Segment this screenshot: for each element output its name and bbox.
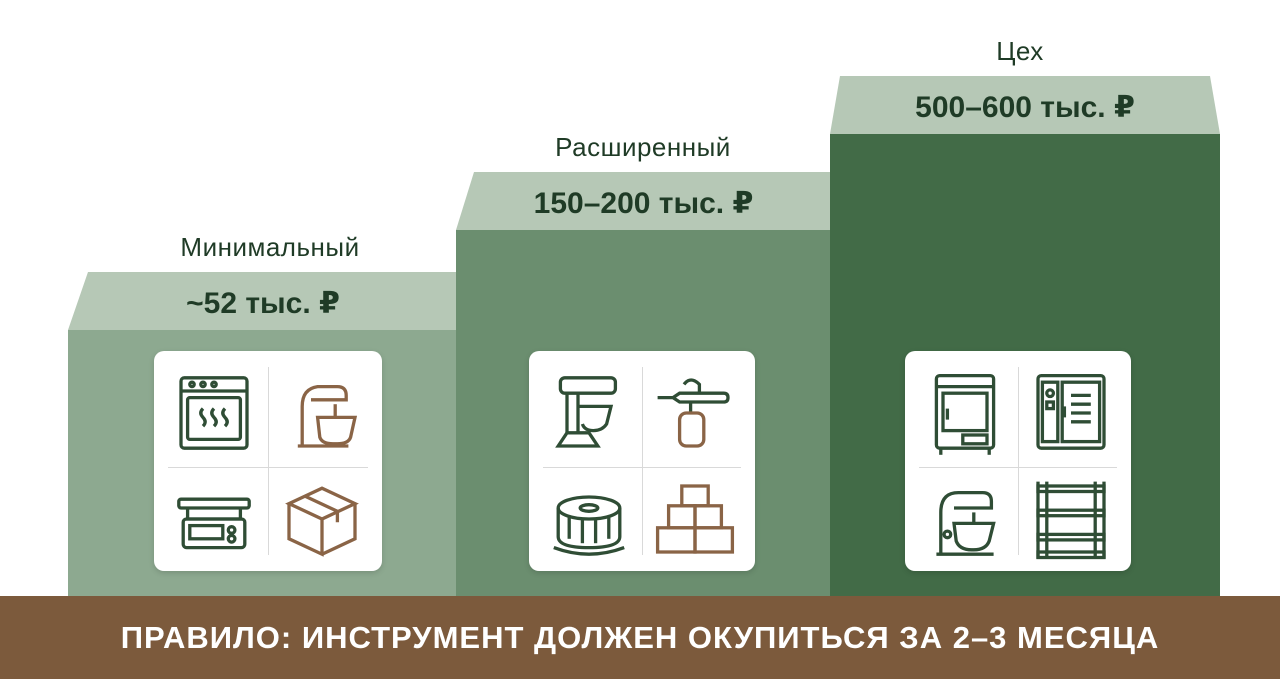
planetary-mixer-icon bbox=[539, 363, 639, 463]
stacked-boxes-icon bbox=[645, 469, 745, 569]
equipment-card-minimal bbox=[154, 351, 382, 571]
tier-price-extended: 150–200 тыс. ₽ bbox=[533, 187, 754, 220]
tier-box-top: 500–600 тыс. ₽ bbox=[830, 76, 1230, 134]
tier-box-top: ~52 тыс. ₽ bbox=[68, 272, 498, 330]
refrigerator-icon bbox=[915, 363, 1015, 463]
rule-banner: ПРАВИЛО: ИНСТРУМЕНТ ДОЛЖЕН ОКУПИТЬСЯ ЗА … bbox=[0, 596, 1280, 679]
equipment-card-workshop bbox=[905, 351, 1131, 571]
airbrush-icon bbox=[645, 363, 745, 463]
kitchen-scale-icon bbox=[164, 469, 264, 569]
bundt-cake-icon bbox=[539, 469, 639, 569]
tier-price-workshop: 500–600 тыс. ₽ bbox=[915, 91, 1135, 124]
stand-mixer-icon bbox=[272, 363, 372, 463]
tier-label-minimal: Минимальный bbox=[180, 232, 360, 262]
rule-text: ПРАВИЛО: ИНСТРУМЕНТ ДОЛЖЕН ОКУПИТЬСЯ ЗА … bbox=[120, 619, 1160, 655]
tier-price-minimal: ~52 тыс. ₽ bbox=[186, 287, 340, 320]
shelving-rack-icon bbox=[1021, 469, 1121, 569]
cardboard-box-icon bbox=[272, 469, 372, 569]
oven-icon bbox=[164, 363, 264, 463]
stand-mixer-icon bbox=[915, 469, 1015, 569]
combi-oven-icon bbox=[1021, 363, 1121, 463]
tier-box-top: 150–200 тыс. ₽ bbox=[456, 172, 866, 230]
equipment-card-extended bbox=[529, 351, 755, 571]
tier-label-workshop: Цех bbox=[996, 36, 1044, 66]
tier-label-extended: Расширенный bbox=[555, 132, 731, 162]
